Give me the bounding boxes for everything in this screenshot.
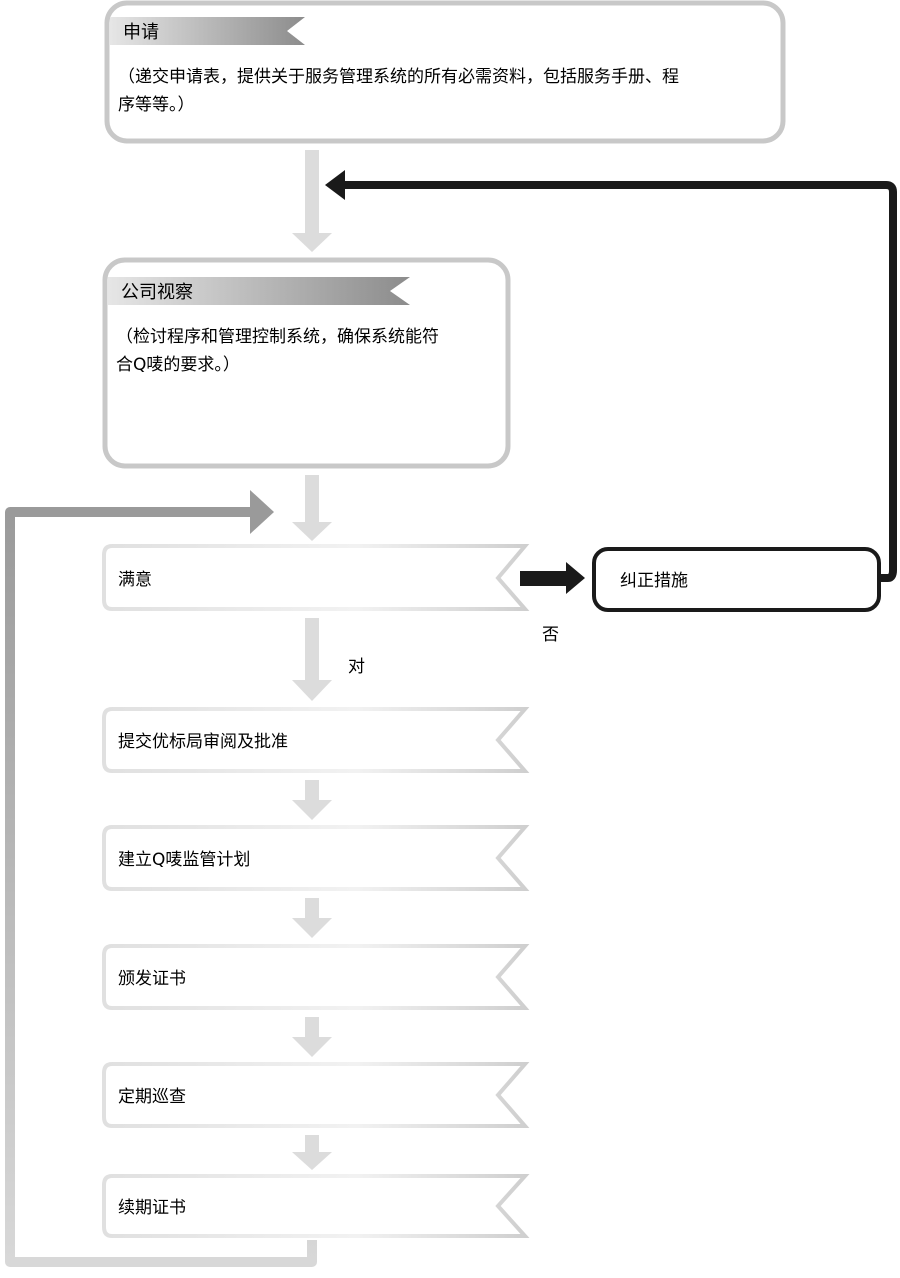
- step-satisfied: 满意: [102, 544, 530, 611]
- step-desc: （检讨程序和管理控制系统，确保系统能符: [116, 327, 439, 347]
- step-desc: （递交申请表，提供关于服务管理系统的所有必需资料，包括服务手册、程: [118, 67, 679, 87]
- svg-text:满意: 满意: [118, 570, 152, 590]
- step-desc: 合Q唛的要求。）: [116, 355, 240, 375]
- step-renew: 续期证书: [102, 1174, 530, 1238]
- feedback-arrow: [325, 170, 897, 582]
- no-arrow: [520, 562, 585, 594]
- step-desc: 序等等。）: [118, 95, 195, 115]
- step-application: 申请 （递交申请表，提供关于服务管理系统的所有必需资料，包括服务手册、程 序等等…: [104, 0, 786, 144]
- header-ribbon: [110, 17, 305, 45]
- step-patrol: 定期巡查: [102, 1062, 530, 1128]
- svg-text:定期巡查: 定期巡查: [118, 1087, 186, 1107]
- step-corrective-action: 纠正措施: [592, 547, 881, 612]
- svg-text:纠正措施: 纠正措施: [620, 571, 688, 591]
- header-ribbon: [108, 277, 410, 305]
- svg-text:建立Q唛监管计划: 建立Q唛监管计划: [118, 850, 250, 870]
- step-inspection: 公司视察 （检讨程序和管理控制系统，确保系统能符 合Q唛的要求。）: [102, 257, 511, 469]
- step-certificate: 颁发证书: [102, 944, 530, 1010]
- step-plan: 建立Q唛监管计划: [102, 825, 530, 891]
- svg-text:提交优标局审阅及批准: 提交优标局审阅及批准: [118, 732, 288, 752]
- svg-text:颁发证书: 颁发证书: [118, 969, 186, 989]
- yes-label: 对: [348, 657, 365, 677]
- down-arrows: [292, 150, 332, 1170]
- step-title: 申请: [123, 22, 159, 43]
- no-label: 否: [542, 625, 559, 645]
- step-submit: 提交优标局审阅及批准: [102, 707, 530, 773]
- loop-back-arrow: [5, 490, 317, 1267]
- step-title: 公司视察: [121, 282, 193, 303]
- svg-text:续期证书: 续期证书: [118, 1198, 186, 1218]
